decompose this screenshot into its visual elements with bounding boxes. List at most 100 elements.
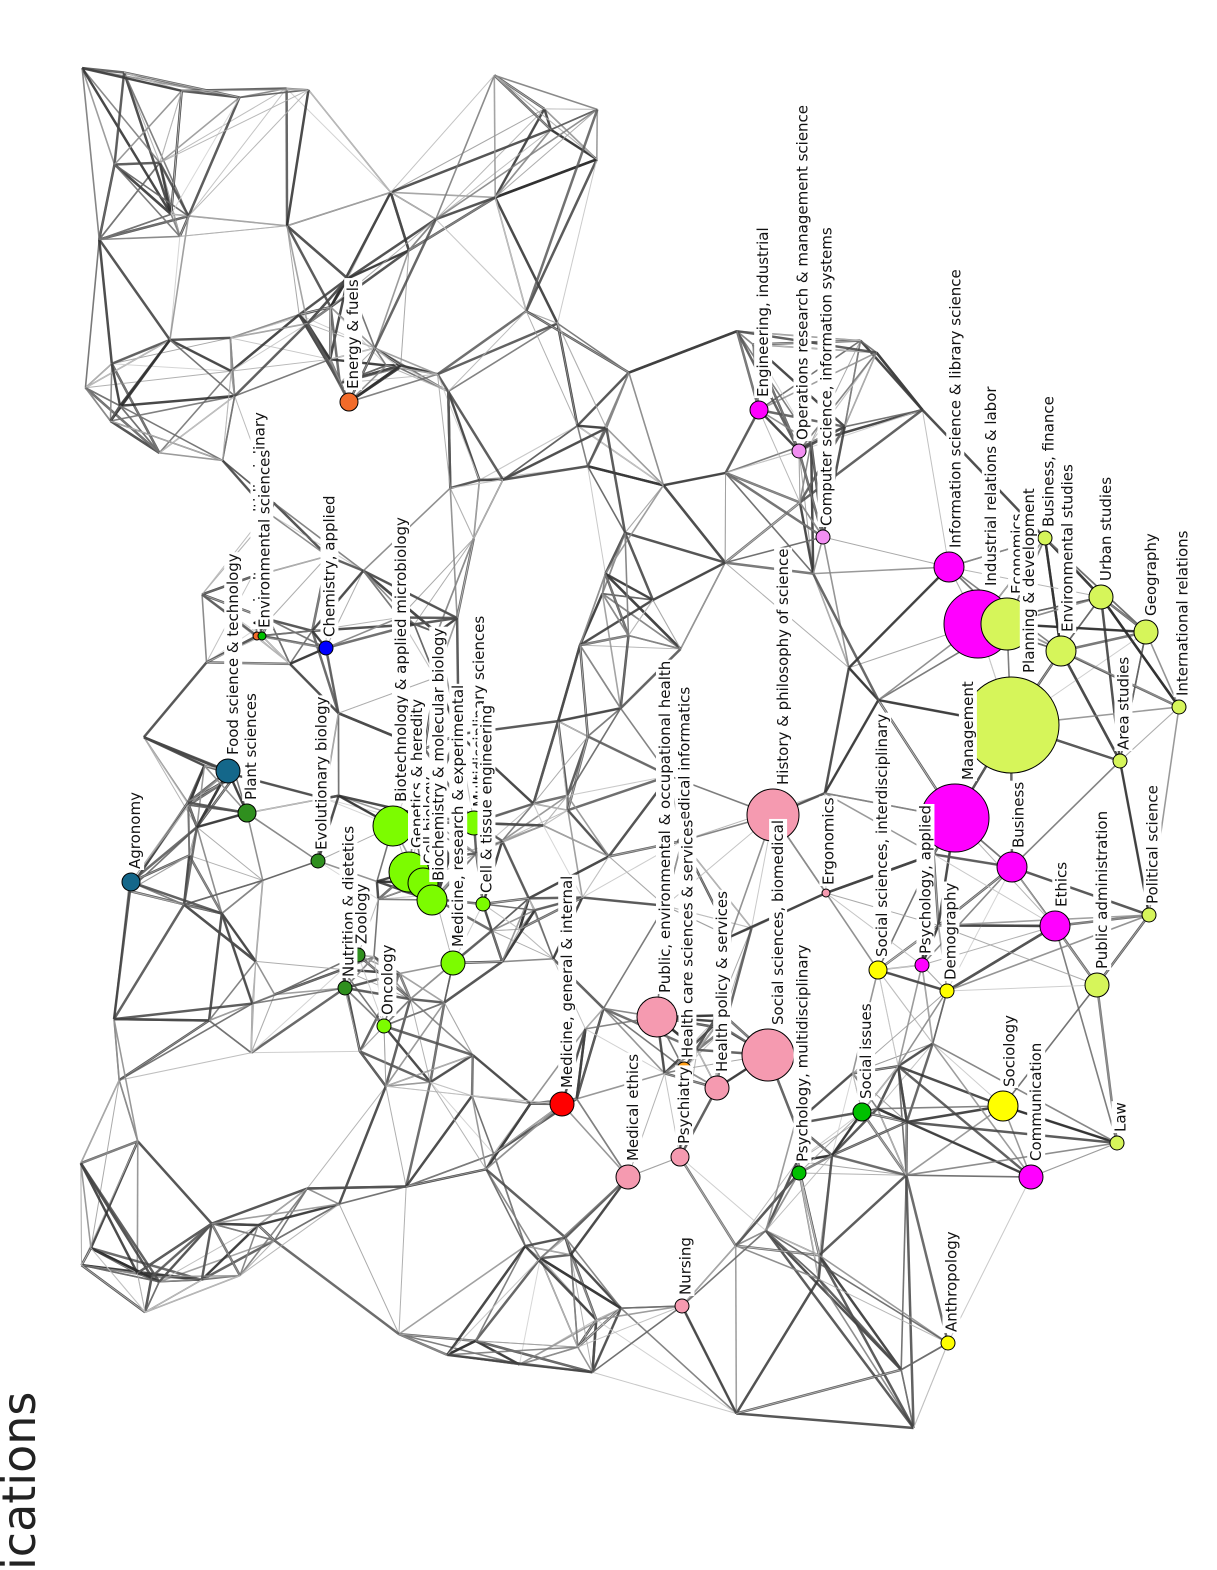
network-edge	[606, 373, 628, 429]
network-edge	[519, 1258, 540, 1364]
node-label: Industrial relations & labor	[982, 386, 1000, 586]
network-edge	[189, 216, 288, 226]
network-edge	[307, 1187, 406, 1189]
network-edge	[448, 323, 557, 391]
network-edge	[472, 1096, 494, 1154]
node-label: Planning & development	[1020, 488, 1038, 673]
network-edge	[99, 164, 114, 239]
network-edge	[223, 396, 235, 460]
network-edge	[602, 594, 680, 649]
node-label: Oncology	[378, 944, 396, 1015]
node-psychology-multidisciplinary	[792, 1166, 806, 1180]
network-edge	[345, 988, 360, 1051]
network-edge	[625, 485, 663, 533]
network-edge	[681, 563, 726, 649]
network-edge	[819, 1279, 914, 1428]
network-edge	[582, 898, 665, 906]
network-edge	[933, 991, 947, 1043]
node-label: Medicine, general & internal	[558, 876, 576, 1088]
node-label: Engineering, industrial	[754, 227, 772, 397]
network-edge	[436, 130, 551, 220]
network-edge	[270, 514, 363, 571]
node-label: Medical ethics	[624, 1054, 642, 1161]
network-edge	[144, 662, 207, 737]
network-edge	[240, 1240, 274, 1275]
network-edge	[819, 1175, 906, 1255]
network-edge	[138, 1141, 212, 1223]
network-edge	[287, 226, 331, 307]
network-edge	[184, 880, 263, 904]
node-information-science-library-science	[934, 552, 964, 582]
network-edge	[663, 485, 725, 562]
network-edge	[1012, 867, 1149, 915]
network-edge	[262, 631, 312, 636]
network-edge	[558, 708, 621, 721]
network-edge	[819, 1255, 913, 1428]
node-urban-studies	[1089, 585, 1113, 609]
node-label: Social issues	[857, 1003, 875, 1099]
network-edge	[447, 1355, 592, 1372]
network-edge	[494, 75, 597, 109]
network-edge	[270, 620, 313, 631]
network-edge	[197, 827, 222, 913]
node-label: Health policy & services	[713, 891, 731, 1072]
network-edge	[399, 1246, 525, 1334]
network-edge	[99, 239, 112, 363]
network-edge	[736, 1413, 913, 1427]
network-edge	[629, 331, 737, 372]
network-edge	[529, 898, 535, 910]
network-edge	[682, 1306, 736, 1413]
network-edge	[274, 1240, 399, 1334]
network-edge	[558, 323, 629, 372]
network-edge	[401, 250, 409, 365]
node-social-issues	[853, 1103, 871, 1121]
network-edge	[823, 537, 949, 567]
node-label: Environmental sciences	[255, 450, 273, 628]
network-edge	[602, 533, 625, 594]
network-edge	[85, 340, 169, 388]
network-edge	[270, 514, 328, 556]
node-label: Biochemistry & molecular biology	[429, 628, 447, 881]
network-edge	[256, 961, 275, 994]
node-label: Computer science, information systems	[817, 227, 835, 526]
network-edge	[938, 925, 1097, 985]
network-edge	[307, 1086, 386, 1188]
network-edge	[145, 1280, 202, 1312]
network-edge	[878, 970, 898, 1066]
node-environmental-studies	[1046, 636, 1076, 666]
network-edge	[339, 1204, 399, 1334]
network-edge	[386, 1086, 406, 1186]
network-edge	[526, 311, 629, 372]
node-label: Energy & fuels	[344, 279, 362, 389]
network-edge	[533, 804, 567, 811]
network-edge	[85, 239, 99, 387]
network-edge	[180, 226, 287, 237]
network-edge	[476, 1341, 593, 1372]
network-edge	[947, 926, 1055, 991]
network-edge	[558, 323, 607, 428]
network-edge	[799, 1173, 819, 1255]
node-medicine-research-experimental	[441, 951, 465, 975]
node-label: Plant sciences	[242, 693, 260, 800]
node-computer-science-information-systems	[816, 530, 830, 544]
network-edge	[486, 1169, 525, 1246]
network-edge	[625, 533, 653, 600]
network-edge	[447, 1246, 525, 1355]
node-anthropology	[941, 1336, 955, 1350]
network-edge	[202, 594, 206, 662]
network-edge	[114, 1019, 209, 1020]
network-edge	[384, 1026, 386, 1086]
node-communication	[1019, 1165, 1043, 1189]
network-edge	[307, 1189, 339, 1205]
network-edge	[680, 1157, 766, 1231]
network-edge	[571, 1177, 628, 1255]
network-edge	[82, 68, 171, 214]
network-edge	[251, 969, 342, 1052]
node-food-science-technology	[216, 759, 240, 783]
node-label: Health care sciences & services	[678, 819, 696, 1058]
network-edge	[252, 988, 345, 1004]
node-law	[1110, 1136, 1124, 1150]
network-edge	[562, 1104, 628, 1177]
network-edge	[447, 1258, 540, 1355]
node-label: Urban studies	[1097, 477, 1115, 581]
